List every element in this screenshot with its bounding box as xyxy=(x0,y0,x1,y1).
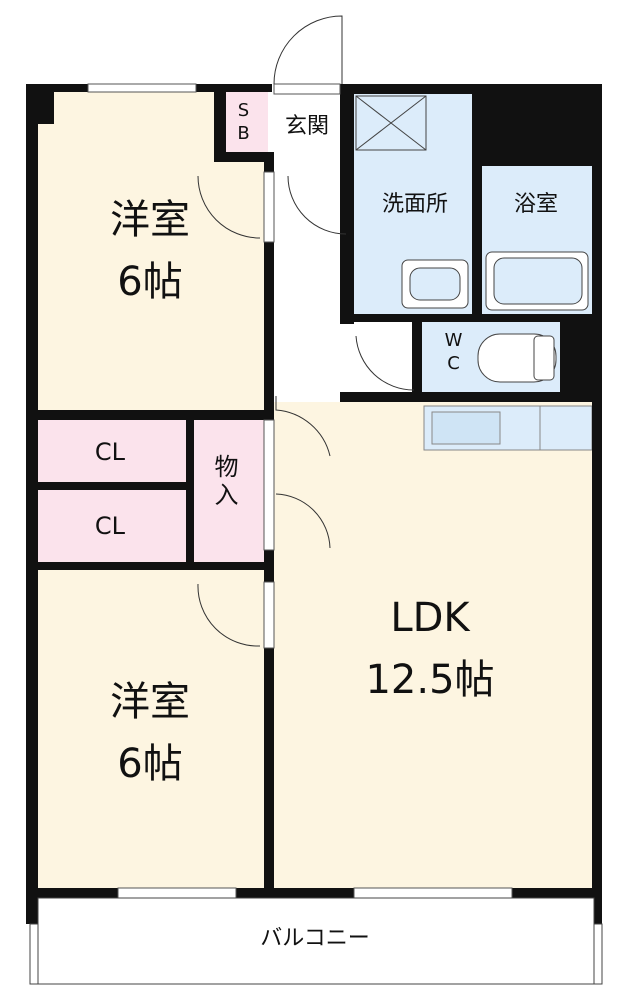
windows xyxy=(87,83,513,899)
washroom-label: 洗面所 xyxy=(381,192,448,217)
western-room-top-name: 洋室 xyxy=(110,197,190,243)
western-room-bottom-name: 洋室 xyxy=(110,679,190,725)
shoe-box-floor xyxy=(224,92,268,152)
shoe-box-label: SB xyxy=(233,100,254,146)
balcony-label: バルコニー xyxy=(260,926,370,951)
bathroom-label: 浴室 xyxy=(513,192,558,217)
western-room-top-size: 6帖 xyxy=(117,259,183,305)
closet-2-floor xyxy=(38,490,186,562)
entrance-label: 玄関 xyxy=(284,114,329,139)
closet-1-label: CL xyxy=(94,438,126,466)
balcony-floor xyxy=(37,897,595,985)
western-room-bottom-floor xyxy=(38,570,266,888)
walls xyxy=(26,84,602,924)
storage-label: 物入 xyxy=(210,454,238,510)
ldk-name: LDK xyxy=(390,595,470,641)
ldk-floor xyxy=(274,402,592,888)
western-room-bottom-size: 6帖 xyxy=(117,741,183,787)
door-swings xyxy=(197,15,415,647)
toilet-label: WC xyxy=(443,330,464,376)
ldk-size: 12.5帖 xyxy=(365,657,495,703)
closet-2-label: CL xyxy=(94,512,126,540)
closet-1-floor xyxy=(38,420,186,482)
storage-floor xyxy=(194,420,266,562)
